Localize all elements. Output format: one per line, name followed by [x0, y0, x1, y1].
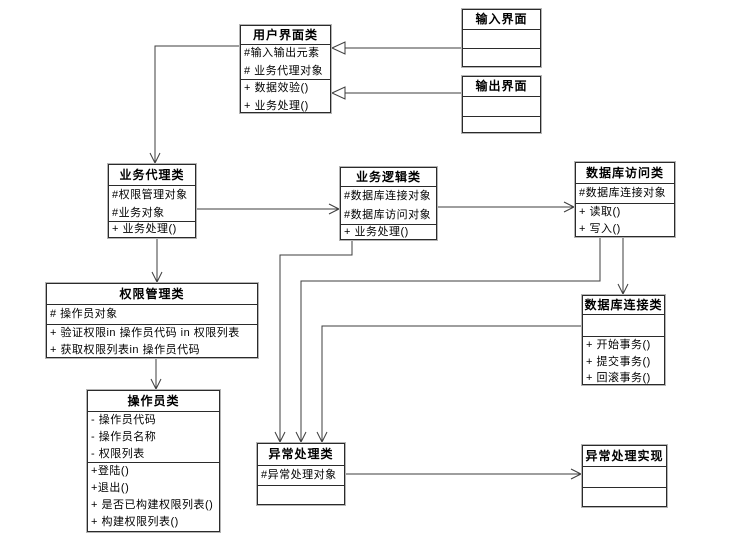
open-arrowhead: [617, 283, 629, 296]
methods-compartment: + 业务处理(): [109, 221, 195, 237]
class-box-output-interface: 输出界面: [462, 76, 541, 133]
attribute: #输入输出元素: [244, 47, 320, 59]
edge-permission-to-operator: [150, 358, 162, 391]
class-box-exception-handler: 异常处理类 #异常处理对象: [257, 443, 345, 505]
method: + 构建权限列表(): [91, 516, 179, 528]
attribute: #数据库连接对象: [579, 187, 667, 199]
attribute: #业务对象: [112, 207, 165, 219]
open-arrowhead: [274, 431, 286, 444]
hollow-triangle-arrowhead: [330, 86, 346, 100]
attribute: - 操作员代码: [91, 414, 157, 426]
attribute: - 操作员名称: [91, 431, 157, 443]
methods-compartment: +登陆() +退出() + 是否已构建权限列表() + 构建权限列表(): [88, 462, 219, 531]
class-title: 数据库连接类: [584, 298, 663, 312]
edge-db-connection-to-exception: [316, 325, 582, 444]
edge-exception-to-exception-impl: [345, 468, 583, 480]
method: + 开始事务(): [586, 339, 651, 351]
hollow-triangle-arrowhead: [330, 41, 346, 55]
open-arrowhead: [328, 203, 341, 215]
open-arrowhead: [570, 468, 583, 480]
attributes-compartment: #数据库连接对象: [576, 183, 674, 203]
class-title: 异常处理实现: [585, 449, 664, 463]
attribute: #数据库连接对象: [344, 190, 432, 202]
method: + 提交事务(): [586, 355, 651, 368]
attributes-compartment: #异常处理对象: [258, 465, 344, 485]
open-arrowhead: [316, 431, 328, 444]
attributes-compartment: - 操作员代码 - 操作员名称 - 权限列表: [88, 411, 219, 462]
method: + 业务处理(): [344, 226, 409, 238]
class-box-input-interface: 输入界面: [462, 9, 541, 67]
class-title: 权限管理类: [119, 287, 185, 301]
attributes-compartment: [583, 466, 666, 487]
attribute: #数据库访问对象: [344, 209, 432, 221]
class-title: 异常处理类: [268, 447, 334, 461]
method: + 写入(): [579, 222, 621, 235]
methods-compartment: + 数据效验() + 业务处理(): [241, 79, 330, 114]
class-title: 业务逻辑类: [355, 170, 421, 184]
class-title: 操作员类: [127, 394, 180, 408]
methods-compartment: [583, 487, 666, 506]
method: + 数据效验(): [244, 82, 309, 94]
class-title: 输出界面: [475, 79, 528, 93]
attribute: #权限管理对象: [112, 189, 188, 201]
attribute: #异常处理对象: [261, 469, 337, 481]
method: +登陆(): [91, 465, 130, 477]
method: + 回滚事务(): [586, 372, 651, 384]
edge-business-proxy-to-permission: [151, 238, 163, 284]
open-arrowhead: [151, 271, 163, 284]
method: + 获取权限列表in 操作员代码: [50, 343, 201, 356]
method: + 业务处理(): [112, 223, 177, 235]
open-arrowhead: [295, 431, 307, 444]
edge-business-logic-to-exception: [274, 240, 353, 444]
attribute: - 权限列表: [91, 448, 145, 460]
class-box-permission-management: 权限管理类 # 操作员对象 + 验证权限in 操作员代码 in 权限列表 + 获…: [46, 283, 258, 358]
class-title: 用户界面类: [252, 28, 318, 42]
edge-db-access-to-exception: [295, 237, 601, 444]
method: + 读取(): [579, 206, 621, 218]
edge-generalization-output-to-ui: [330, 86, 462, 100]
methods-compartment: [258, 485, 344, 504]
edge-business-logic-to-db-access: [437, 201, 576, 213]
class-box-business-logic: 业务逻辑类 #数据库连接对象 #数据库访问对象 + 业务处理(): [340, 167, 437, 240]
methods-compartment: + 开始事务() + 提交事务() + 回滚事务(): [583, 336, 664, 384]
class-box-db-access: 数据库访问类 #数据库连接对象 + 读取() + 写入(): [575, 162, 675, 237]
method: + 验证权限in 操作员代码 in 权限列表: [50, 327, 240, 339]
edge-ui-to-business-proxy: [149, 45, 240, 165]
edge-db-access-to-db-connection: [617, 237, 629, 296]
method: + 业务处理(): [244, 99, 309, 112]
class-title: 数据库访问类: [585, 166, 664, 180]
open-arrowhead: [563, 201, 576, 213]
open-arrowhead: [150, 378, 162, 391]
attributes-compartment: # 操作员对象: [47, 304, 257, 324]
method: +退出(): [91, 482, 130, 494]
attributes-compartment: #权限管理对象 #业务对象: [109, 185, 195, 221]
attributes-compartment: [463, 29, 540, 48]
class-title: 业务代理类: [119, 168, 185, 182]
methods-compartment: + 业务处理(): [341, 224, 436, 239]
class-box-operator: 操作员类 - 操作员代码 - 操作员名称 - 权限列表 +登陆() +退出() …: [87, 390, 220, 532]
open-arrowhead: [149, 152, 161, 165]
attributes-compartment: #输入输出元素 # 业务代理对象: [241, 44, 330, 79]
attribute: # 业务代理对象: [244, 64, 324, 77]
class-box-exception-impl: 异常处理实现: [582, 445, 667, 507]
methods-compartment: [463, 48, 540, 66]
attribute: # 操作员对象: [50, 308, 118, 320]
attributes-compartment: [583, 314, 664, 336]
attributes-compartment: #数据库连接对象 #数据库访问对象: [341, 186, 436, 224]
attributes-compartment: [463, 96, 540, 116]
class-box-db-connection: 数据库连接类 + 开始事务() + 提交事务() + 回滚事务(): [582, 295, 665, 385]
edge-generalization-input-to-ui: [330, 41, 462, 55]
edge-business-proxy-to-business-logic: [196, 203, 341, 215]
class-box-user-interface: 用户界面类 #输入输出元素 # 业务代理对象 + 数据效验() + 业务处理(): [240, 25, 331, 113]
methods-compartment: + 验证权限in 操作员代码 in 权限列表 + 获取权限列表in 操作员代码: [47, 324, 257, 357]
class-box-business-proxy: 业务代理类 #权限管理对象 #业务对象 + 业务处理(): [108, 164, 196, 238]
class-title: 输入界面: [475, 12, 528, 26]
method: + 是否已构建权限列表(): [91, 499, 214, 511]
methods-compartment: + 读取() + 写入(): [576, 203, 674, 236]
methods-compartment: [463, 116, 540, 132]
